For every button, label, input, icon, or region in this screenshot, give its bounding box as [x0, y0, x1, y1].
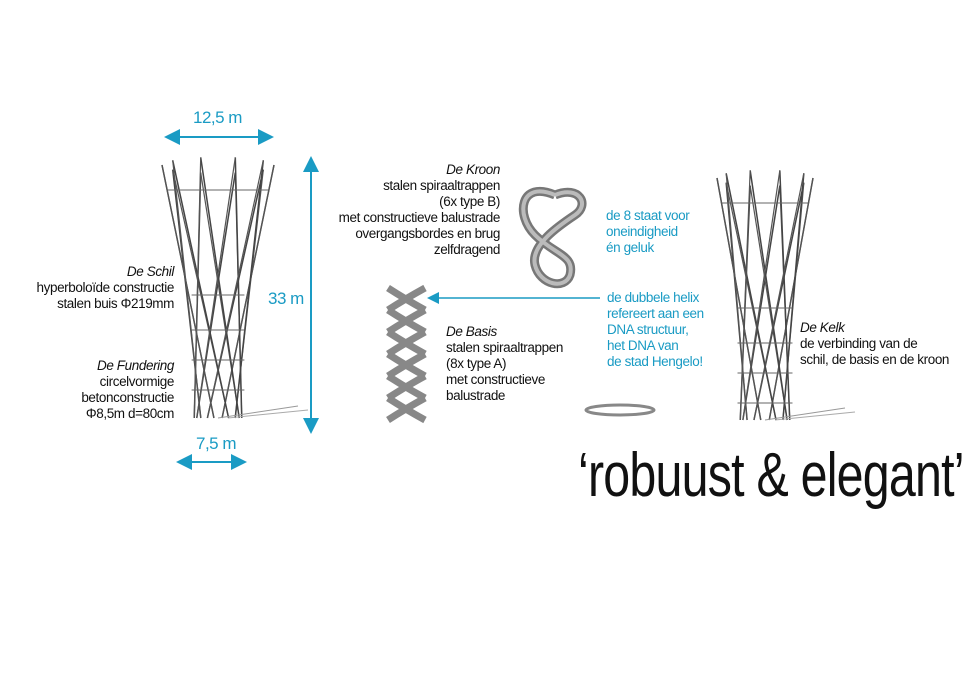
tower-strut: [227, 409, 309, 419]
helix-line: refereert aan een: [607, 306, 704, 321]
basis-helix-illustration: [386, 284, 427, 424]
kroon-line: (6x type B): [439, 194, 500, 209]
fundering-title: De Fundering: [97, 358, 174, 373]
fundering-line: betonconstructie: [81, 390, 174, 405]
base-width-label: 7,5 m: [196, 434, 237, 453]
tower-strut: [725, 173, 777, 421]
basis-line: balustrade: [446, 388, 506, 403]
helix-line: de stad Hengelo!: [607, 354, 703, 369]
tower-strut: [217, 405, 299, 419]
kelk-line: schil, de basis en de kroon: [800, 352, 950, 367]
kelk-label: De Kelk de verbinding van de schil, de b…: [800, 320, 949, 368]
helix-segment: [386, 284, 427, 314]
tower-strut: [221, 164, 275, 419]
tower-strut: [764, 407, 846, 421]
schil-line: hyperboloïde constructie: [36, 280, 175, 295]
schil-title: De Schil: [126, 264, 174, 279]
acht-note: de 8 staat voor oneindigheid én geluk: [606, 208, 690, 256]
basis-title: De Basis: [446, 324, 497, 339]
shadow: [584, 403, 656, 417]
kroon-line: zelfdragend: [433, 242, 501, 257]
tower-strut: [779, 170, 791, 421]
tower-strut: [234, 160, 265, 419]
kroon-line: stalen spiraaltrappen: [383, 178, 500, 193]
schil-line: stalen buis Φ219mm: [57, 296, 174, 311]
kroon-line: overgangsbordes en brug: [355, 226, 500, 241]
helix-segment: [386, 350, 427, 380]
fundering-line: circelvormige: [99, 374, 175, 389]
acht-line: de 8 staat voor: [606, 208, 690, 223]
tower-strut: [774, 411, 856, 421]
tower-strut: [206, 160, 264, 419]
helix-segment: [386, 306, 427, 336]
kelk-line: de verbinding van de: [800, 336, 918, 351]
schil-label: De Schil hyperboloïde constructie stalen…: [37, 264, 175, 312]
basis-line: met constructieve: [446, 372, 545, 387]
tower-strut: [172, 160, 202, 419]
helix-line: DNA structuur,: [607, 322, 689, 337]
tower-strut: [161, 164, 215, 419]
tower-strut: [753, 173, 805, 421]
tower-strut: [782, 173, 805, 421]
tower-strut: [768, 177, 814, 421]
basis-line: stalen spiraaltrappen: [446, 340, 563, 355]
kroon-figure-eight-illustration: [518, 186, 587, 289]
helix-line: de dubbele helix: [607, 290, 699, 305]
kroon-label: De Kroon stalen spiraaltrappen (6x type …: [338, 162, 501, 258]
tower-strut: [742, 170, 781, 421]
tower-strut: [196, 157, 236, 419]
helix-segment: [386, 394, 427, 424]
basis-label: De Basis stalen spiraaltrappen (8x type …: [446, 324, 563, 404]
acht-line: én geluk: [606, 240, 654, 255]
fundering-label: De Fundering circelvormige betonconstruc…: [81, 358, 174, 422]
kelk-title: De Kelk: [800, 320, 845, 335]
helix-segment: [386, 372, 427, 402]
slogan: ‘robuust & elegant’: [578, 441, 965, 510]
tower-strut: [739, 170, 751, 421]
tower-strut: [725, 173, 748, 421]
acht-line: oneindigheid: [606, 224, 678, 239]
tower-strut: [171, 160, 230, 419]
kelk-tower-illustration: [716, 170, 856, 421]
tower-strut: [193, 157, 202, 419]
top-width-label: 12,5 m: [193, 108, 242, 127]
tower-strut: [749, 170, 788, 421]
kroon-title: De Kroon: [446, 162, 500, 177]
basis-line: (8x type A): [446, 356, 507, 371]
helix-note: de dubbele helix refereert aan een DNA s…: [607, 290, 704, 370]
kroon-line: met constructieve balustrade: [338, 210, 501, 225]
tower-strut: [199, 157, 240, 419]
schil-tower-illustration: [161, 157, 309, 419]
tower-strut: [716, 177, 762, 421]
height-label: 33 m: [268, 289, 304, 308]
helix-segment: [386, 328, 427, 358]
fundering-line: Φ8,5m d=80cm: [85, 406, 175, 421]
helix-line: het DNA van: [607, 338, 679, 353]
